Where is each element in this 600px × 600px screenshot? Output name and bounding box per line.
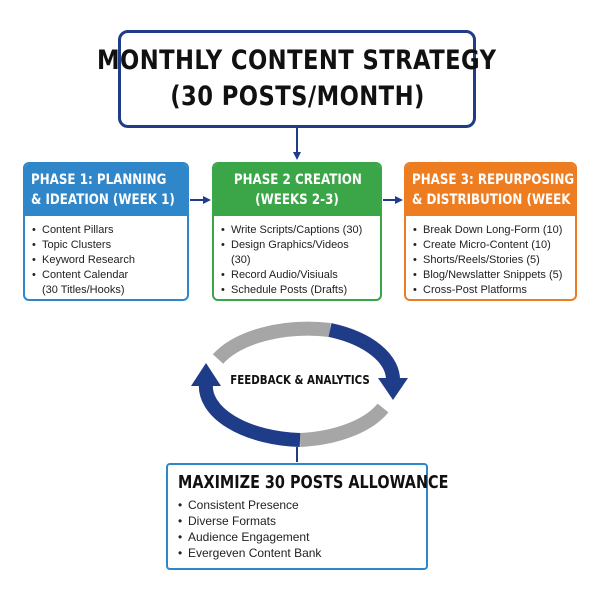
list-item: Content Pillars [32,223,187,238]
cycle-arc-blue-left [198,382,301,447]
list-item: Write Scripts/Captions (30) [221,223,380,238]
list-item: Design Graphics/Videos [221,238,380,253]
phase-3-title-line2: & DISTRIBUTION (WEEK 4 [412,192,577,208]
phase-2-card: PHASE 2 CREATION (WEEKS 2-3) Write Scrip… [212,162,382,301]
page-subtitle: (30 POSTS/MONTH) [169,81,425,112]
list-item: Keyword Research [32,253,187,268]
phase-2-list: Write Scripts/Captions (30) Design Graph… [214,216,380,298]
list-item: Schedule Posts (Drafts) [221,283,380,298]
phase-2-header: PHASE 2 CREATION (WEEKS 2-3) [214,164,380,216]
list-item: Create Micro-Content (10) [413,238,575,253]
list-item: Audience Engagement [178,529,426,545]
cycle-arc-gray-top [212,321,331,364]
list-item: Blog/Newslatter Snippets (5) [413,268,575,283]
cycle-arrowhead-right [378,378,408,400]
cycle-arc-gray-bottom [299,403,389,447]
list-item: Content Calendar [32,268,187,283]
list-item: (30) [231,254,251,266]
phase-1-title-line2: & IDEATION (WEEK 1) [31,192,175,208]
phase-3-list: Break Down Long-Form (10) Create Micro-C… [406,216,575,298]
title-box: MONTHLY CONTENT STRATEGY (30 POSTS/MONTH… [97,30,496,128]
list-item: Shorts/Reels/Stories (5) [413,253,575,268]
phase-3-header: PHASE 3: REPURPOSING & DISTRIBUTION (WEE… [406,164,575,216]
list-item: Evergeven Content Bank [178,545,426,561]
phase-1-header: PHASE 1: PLANNING & IDEATION (WEEK 1) [25,164,187,216]
cycle-arrowhead-left [191,363,221,386]
list-item: Cross-Post Platforms [413,283,575,298]
phase-1-card: PHASE 1: PLANNING & IDEATION (WEEK 1) Co… [23,162,189,301]
summary-title: MAXIMIZE 30 POSTS ALLOWANCE [178,472,449,493]
phase-1-list: Content Pillars Topic Clusters Keyword R… [25,216,187,298]
phase-3-title-line1: PHASE 3: REPURPOSING [412,172,575,188]
summary-list: Consistent Presence Diverse Formats Audi… [178,497,426,561]
page-title: MONTHLY CONTENT STRATEGY [97,45,497,76]
list-item: Consistent Presence [178,497,426,513]
summary-box: MAXIMIZE 30 POSTS ALLOWANCE Consistent P… [166,463,449,570]
phase-2-title-line1: PHASE 2 CREATION [233,172,362,188]
list-item: Record Audio/Visiuals [221,268,380,283]
list-item: Topic Clusters [32,238,187,253]
list-item: (30 Titles/Hooks) [42,284,125,296]
list-item: Diverse Formats [178,513,426,529]
phase-2-title-line2: (WEEKS 2-3) [255,192,339,208]
list-item: Break Down Long-Form (10) [413,223,575,238]
phase-3-card: PHASE 3: REPURPOSING & DISTRIBUTION (WEE… [404,162,577,301]
feedback-analytics-label: FEEDBACK & ANALYTICS [230,372,370,387]
phase-1-title-line1: PHASE 1: PLANNING [31,172,167,188]
